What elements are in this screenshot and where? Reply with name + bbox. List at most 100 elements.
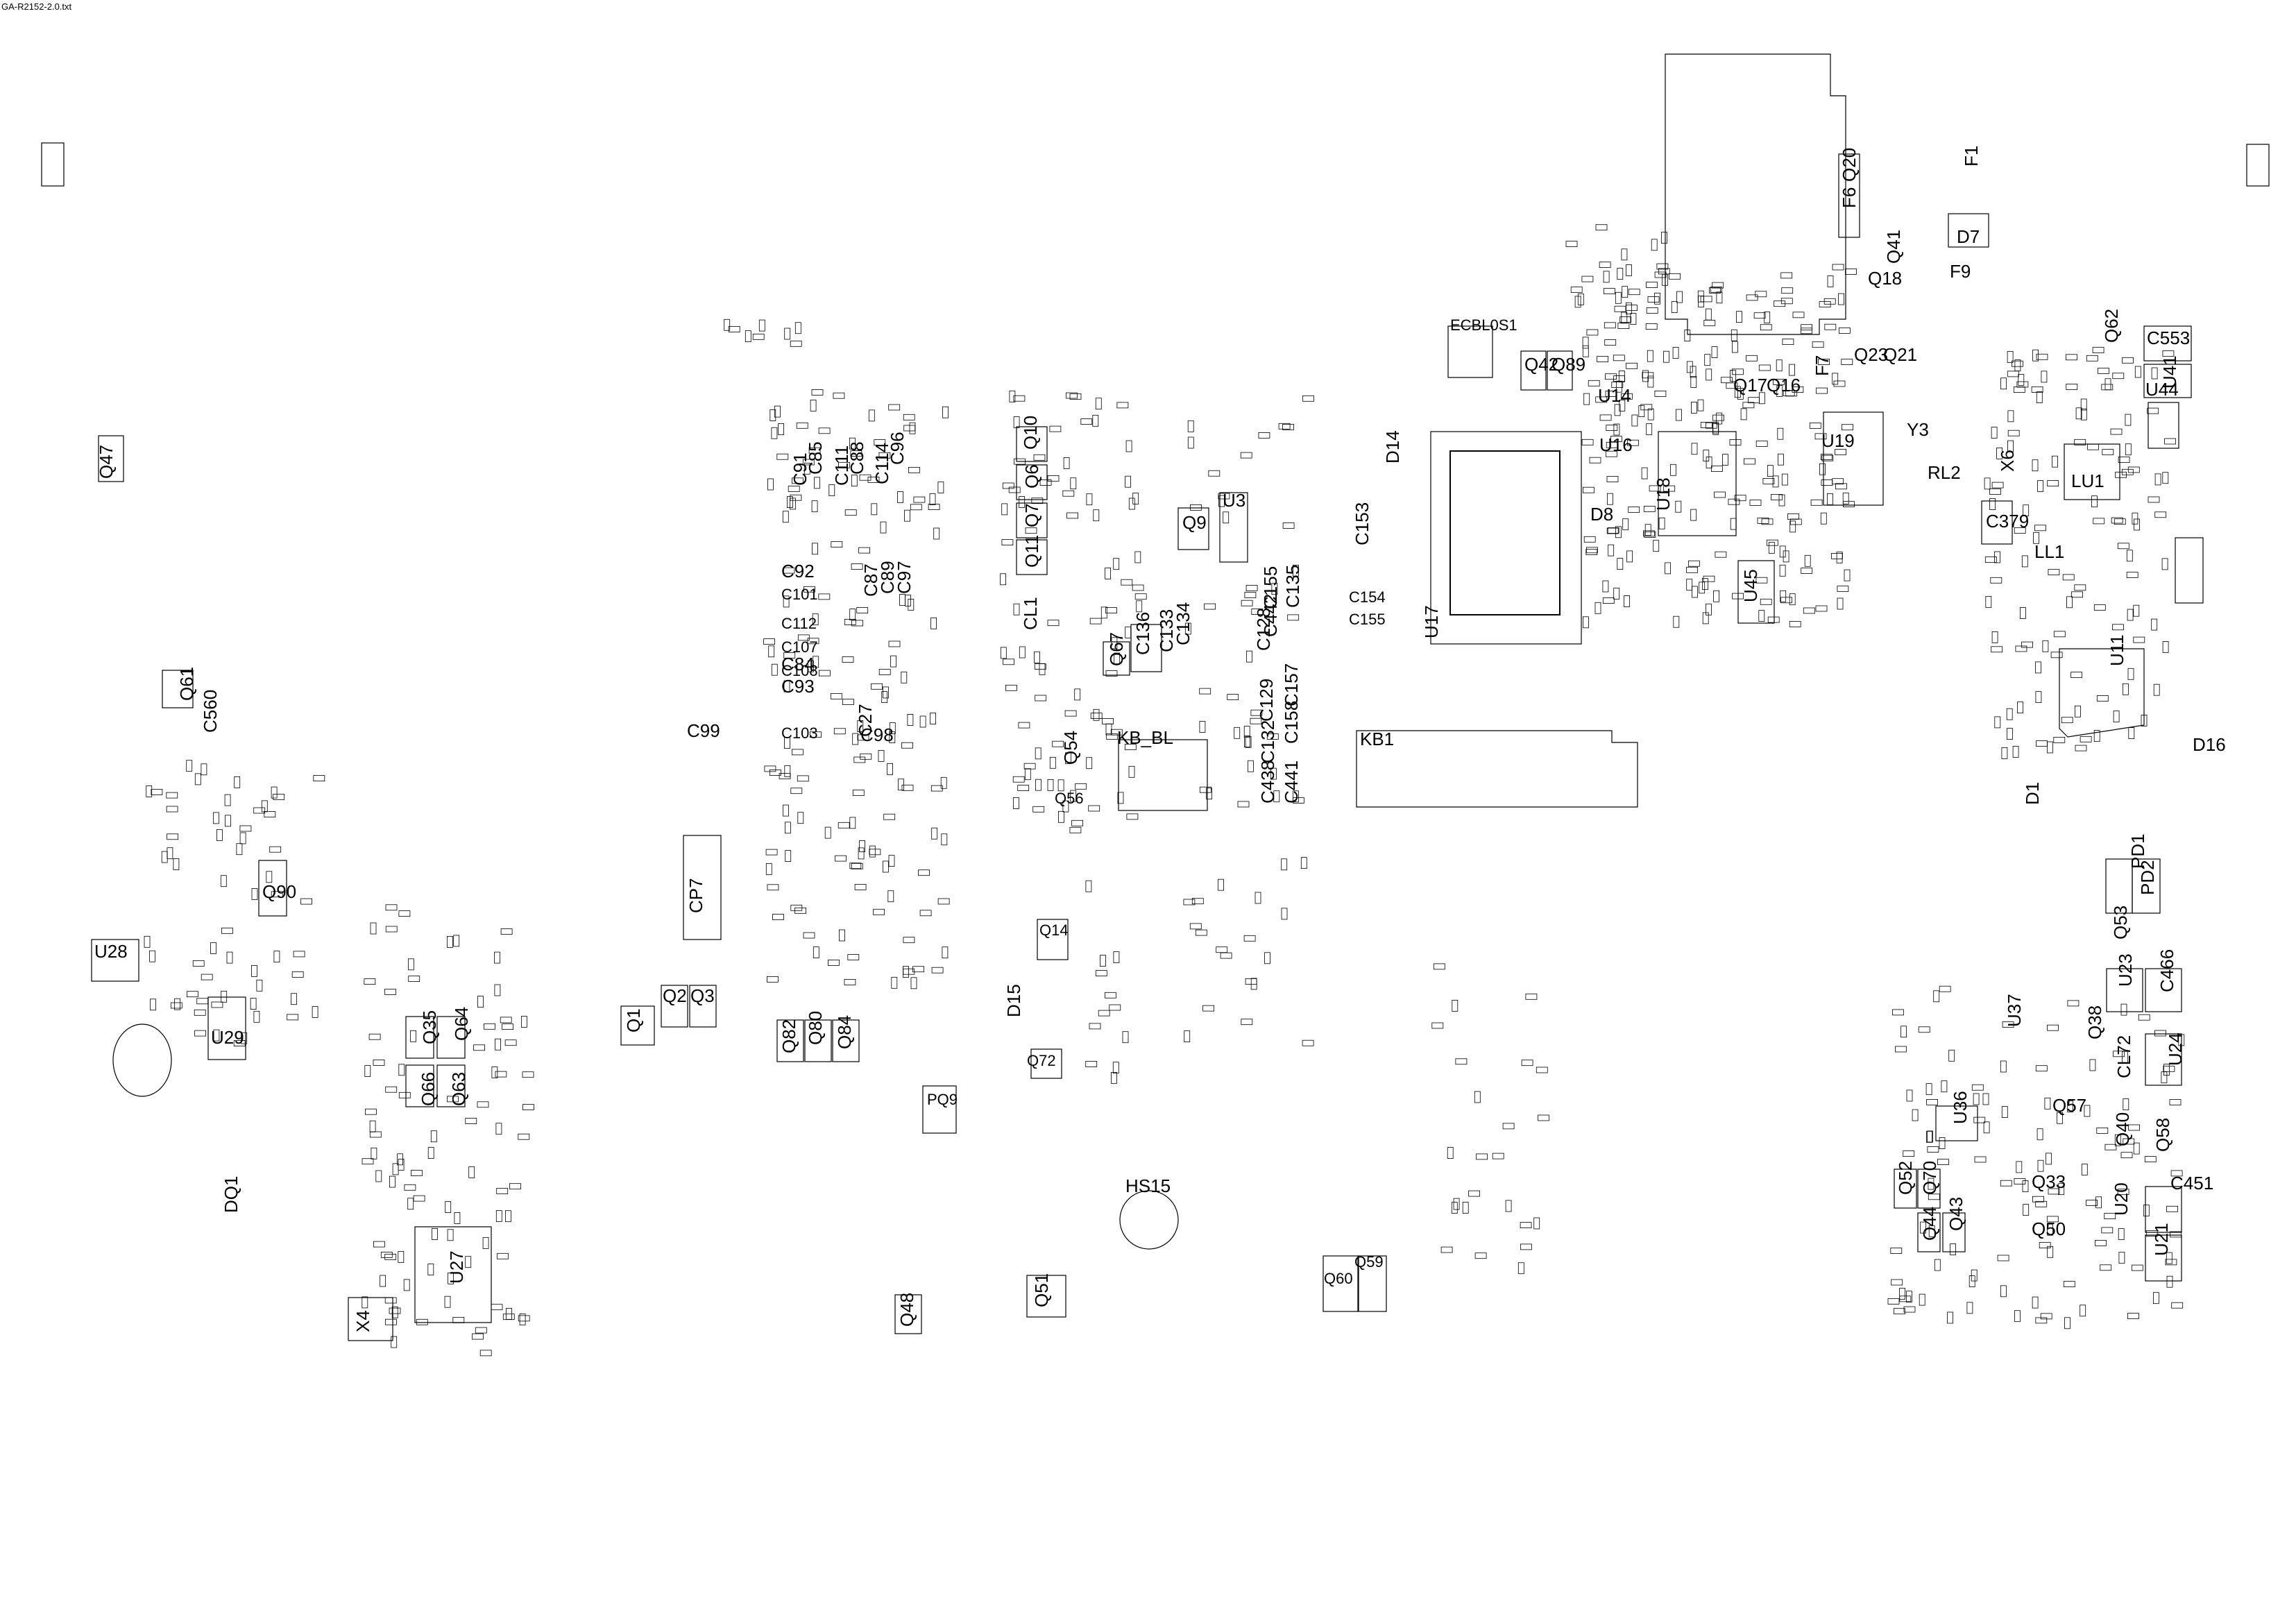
component-label: CL1	[1020, 597, 1041, 630]
pad	[1714, 491, 1726, 498]
pad	[408, 958, 414, 971]
pad	[1453, 1198, 1460, 1210]
pad	[144, 935, 151, 948]
pad	[1595, 602, 1601, 614]
pad	[1827, 493, 1833, 505]
pad	[411, 1170, 423, 1176]
pad	[889, 731, 896, 743]
pad	[167, 847, 173, 860]
pad	[2084, 1105, 2091, 1117]
pad	[1709, 287, 1721, 294]
pad	[1746, 294, 1758, 301]
pad	[1218, 493, 1230, 500]
top-right-box	[2246, 144, 2270, 187]
pad	[1973, 1093, 1980, 1105]
pad	[851, 620, 863, 627]
pad	[1918, 1026, 1930, 1033]
pad	[937, 898, 950, 905]
pad	[1643, 530, 1655, 537]
pad	[1844, 569, 1851, 581]
pad	[380, 1252, 393, 1258]
pad	[2067, 1000, 2080, 1007]
pad	[811, 389, 824, 396]
component-label: C27	[855, 704, 876, 737]
pad	[1833, 380, 1846, 387]
pad	[1789, 520, 1796, 533]
pad	[1270, 767, 1277, 780]
pad	[1649, 485, 1661, 492]
pad	[764, 765, 776, 772]
q61-box	[162, 670, 194, 708]
pad	[1671, 301, 1678, 313]
pad	[484, 1023, 495, 1030]
pad	[1937, 1159, 1949, 1165]
pad	[391, 1336, 398, 1348]
pad	[1787, 513, 1799, 520]
pad	[365, 1108, 377, 1115]
pad	[844, 979, 856, 985]
pad	[1132, 493, 1139, 504]
pad	[2007, 440, 2014, 452]
pad	[930, 617, 937, 629]
pad	[1687, 560, 1700, 567]
pad	[1195, 929, 1207, 936]
pad	[250, 998, 257, 1010]
pad	[783, 652, 796, 658]
pad	[1089, 618, 1102, 624]
pad	[1730, 518, 1737, 530]
pad	[1052, 740, 1064, 747]
component-label: Q59	[1354, 1253, 1384, 1271]
pad	[1821, 479, 1833, 486]
pad	[2093, 518, 2105, 525]
pad	[784, 765, 791, 777]
pad	[1184, 1030, 1191, 1042]
pad	[1641, 467, 1648, 479]
pad	[2042, 640, 2049, 652]
pad	[2086, 1200, 2098, 1206]
component-label: U36	[1950, 1091, 1971, 1124]
pad	[1690, 509, 1697, 521]
component-label: Q40	[2112, 1112, 2133, 1146]
pad	[835, 855, 847, 862]
pad	[2016, 381, 2029, 388]
pad	[790, 788, 803, 794]
pad	[1093, 509, 1100, 522]
component-label: CP7	[686, 878, 706, 913]
pad	[883, 686, 889, 699]
u45-box	[1737, 560, 1775, 624]
pad	[887, 890, 894, 903]
pad	[1293, 564, 1299, 577]
pad	[2007, 371, 2019, 377]
pad	[858, 847, 865, 860]
pad	[2011, 360, 2023, 367]
pad	[1433, 963, 1445, 970]
pad	[518, 1315, 530, 1322]
component-label: Q80	[805, 1010, 826, 1045]
pad	[2001, 747, 2008, 759]
component-label: Q21	[1883, 344, 1918, 365]
pad	[907, 714, 914, 726]
pad	[1063, 457, 1070, 469]
pad	[2048, 569, 2060, 575]
pad	[767, 884, 779, 891]
pad	[1012, 776, 1025, 783]
component-label: U20	[2111, 1182, 2132, 1216]
pad	[1244, 736, 1250, 747]
pad	[1690, 366, 1697, 378]
pad	[2053, 631, 2066, 638]
component-label: U45	[1740, 569, 1761, 602]
pad	[1810, 499, 1823, 506]
component-label: U37	[2004, 994, 2025, 1027]
pad	[2065, 354, 2077, 361]
pad	[2093, 604, 2106, 611]
pad	[427, 1147, 434, 1159]
pad	[1728, 498, 1740, 505]
q90-box	[258, 860, 287, 917]
pad	[1202, 1005, 1214, 1012]
pad	[1994, 551, 2000, 563]
pad	[494, 984, 501, 996]
pad	[1792, 312, 1805, 318]
pad	[808, 660, 814, 672]
pad	[830, 693, 842, 699]
